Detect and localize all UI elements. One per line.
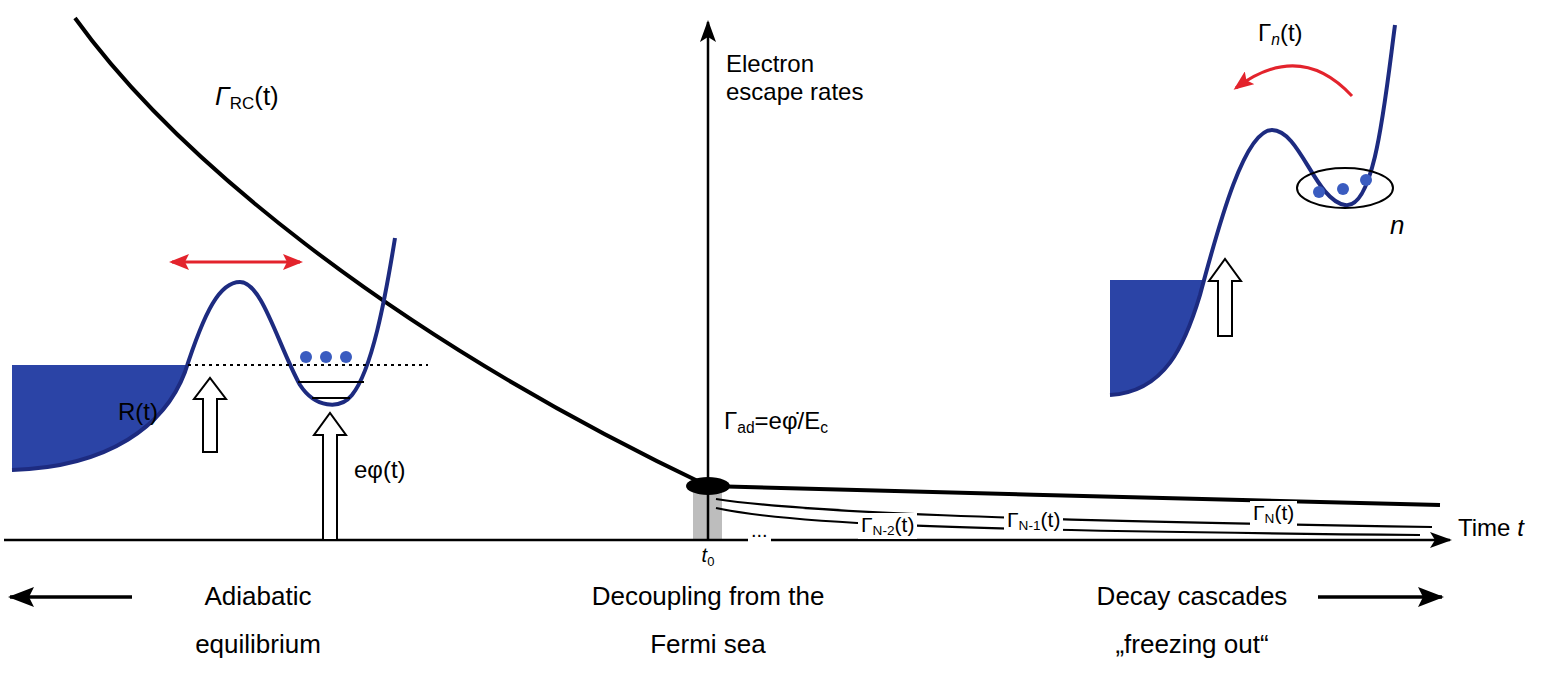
label-text: Adiabatic equilibrium <box>195 581 321 659</box>
subscript: RC <box>230 94 254 113</box>
label-text: t <box>702 544 708 566</box>
axis-title: Timet <box>1458 514 1524 542</box>
rate-symbol: ΓN-2(t) <box>858 513 917 539</box>
decoupling-point <box>686 477 730 495</box>
label-text: (t) <box>254 81 279 111</box>
rate-symbol: ΓN-1(t) <box>1004 508 1063 534</box>
label-text: Electron escape rates <box>726 50 863 105</box>
potential-drive-arrow <box>1209 259 1241 336</box>
label-text: Γ <box>1258 19 1271 46</box>
subscript: 0 <box>707 554 714 569</box>
electron-dot <box>1360 174 1372 186</box>
ellipsis: ... <box>748 519 771 542</box>
label-text: n <box>1390 210 1404 240</box>
time-axis <box>4 539 1450 542</box>
label-text: Γ <box>215 81 230 111</box>
electron-dot <box>320 351 332 363</box>
fermi-level <box>188 364 428 366</box>
gamma-n1-curve <box>716 499 1432 527</box>
rate-symbol: ΓN(t) <box>1250 501 1297 527</box>
axis-title: Electron escape rates <box>726 50 876 105</box>
past-arrow <box>10 595 132 599</box>
electron-dot <box>340 351 352 363</box>
label-text: Γ <box>1253 501 1265 524</box>
count-symbol: n <box>1390 211 1404 241</box>
label-text: =eφ̇/E <box>755 407 821 434</box>
label-text: R(t) <box>118 398 158 425</box>
subscript: ad <box>737 419 754 436</box>
electron-dot <box>300 351 312 363</box>
label-text: eφ(t) <box>354 456 406 483</box>
rate-symbol: ΓRC(t) <box>215 82 279 114</box>
gamma-n-curve <box>708 486 1440 505</box>
regime-label: Adiabatic equilibrium <box>171 572 346 668</box>
potential-profile <box>1110 25 1395 395</box>
electron-dot <box>1313 186 1325 198</box>
label-text: ... <box>751 519 768 541</box>
barrier-drive-arrow <box>194 378 226 452</box>
gamma-n2-curve <box>716 508 1420 535</box>
label-text: Γ <box>861 513 873 536</box>
label-text: Γ <box>724 407 737 434</box>
rate-axis <box>707 22 710 540</box>
energy-level <box>298 381 364 383</box>
subscript: N-2 <box>873 523 895 538</box>
label-text: (t) <box>1280 19 1303 46</box>
regime-label: Decay cascades „freezing out“ <box>1075 572 1310 668</box>
label-text: Γ <box>1007 508 1019 531</box>
exchange-arrow <box>172 261 300 264</box>
future-arrow <box>1318 595 1442 599</box>
time-marker: t0 <box>702 544 715 569</box>
energy-level <box>312 397 350 399</box>
label-text: Decoupling from the Fermi sea <box>592 581 825 659</box>
escape-arrow <box>1236 66 1352 96</box>
label-text: t <box>1517 514 1524 541</box>
potential-symbol: eφ(t) <box>354 456 406 484</box>
potential-drive-arrow <box>314 413 346 540</box>
rate-formula: Γad=eφ̇/Ec <box>724 407 828 437</box>
electron-dot <box>1337 183 1349 195</box>
subscript: N-1 <box>1019 518 1041 533</box>
label-text: (t) <box>1041 508 1061 531</box>
subscript: n <box>1271 31 1280 48</box>
label-text: (t) <box>1274 501 1294 524</box>
regime-label: Decoupling from the Fermi sea <box>571 572 846 668</box>
label-text: (t) <box>895 513 915 536</box>
barrier-symbol: R(t) <box>118 398 158 426</box>
rate-symbol: Γn(t) <box>1258 19 1303 49</box>
subscript: N <box>1265 511 1275 526</box>
electron-group <box>1297 168 1393 208</box>
subscript: c <box>820 419 828 436</box>
label-text: Time <box>1458 514 1510 541</box>
label-text: Decay cascades „freezing out“ <box>1097 581 1288 659</box>
